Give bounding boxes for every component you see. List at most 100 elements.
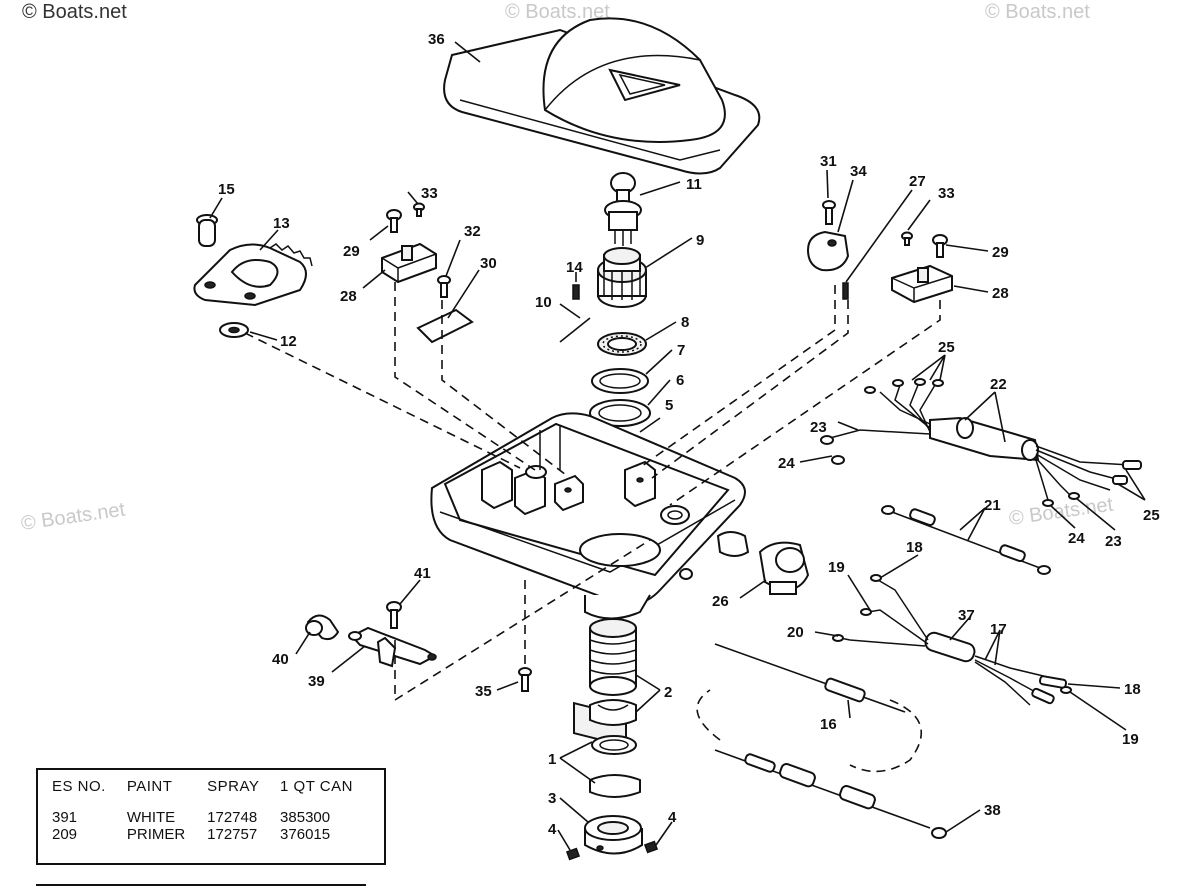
part-27-pin <box>842 282 849 300</box>
table-cell: 376015 <box>280 826 331 843</box>
callout-25-top: 25 <box>938 339 955 356</box>
callout-39: 39 <box>308 673 325 690</box>
part-28-block-left <box>381 242 437 284</box>
part-14-pin <box>572 284 580 300</box>
callout-24-left: 24 <box>778 455 795 472</box>
part-28-block-right <box>891 264 953 304</box>
callout-35: 35 <box>475 683 492 700</box>
part-1-bushing <box>589 735 641 798</box>
callout-32: 32 <box>464 223 481 240</box>
callout-33-left: 33 <box>421 185 438 202</box>
part-22-harness <box>820 378 1142 507</box>
part-33-screw-right <box>901 231 913 246</box>
callout-13: 13 <box>273 215 290 232</box>
callout-27: 27 <box>909 173 926 190</box>
part-4-setscrew-right <box>643 840 659 854</box>
callout-31: 31 <box>820 153 837 170</box>
callout-5: 5 <box>665 397 673 414</box>
part-3-collar <box>584 815 643 855</box>
table-cell: 385300 <box>280 809 331 826</box>
callout-labels: 36 11 9 14 10 8 7 6 5 15 13 12 29 28 33 … <box>218 31 1160 838</box>
callout-30: 30 <box>480 255 497 272</box>
callout-2: 2 <box>664 684 672 701</box>
assembly-dashed-lines <box>244 282 941 702</box>
callout-36: 36 <box>428 31 445 48</box>
callout-41: 41 <box>414 565 431 582</box>
callout-40: 40 <box>272 651 289 668</box>
callout-19-bottom: 19 <box>1122 731 1139 748</box>
callout-28-right: 28 <box>992 285 1009 302</box>
callout-23-left: 23 <box>810 419 827 436</box>
part-5-leader <box>639 417 661 433</box>
callout-18-top: 18 <box>906 539 923 556</box>
callout-16: 16 <box>820 716 837 733</box>
part-10-pin <box>559 317 591 343</box>
table-cell: 209 <box>52 826 78 843</box>
part-29-screw-left <box>386 209 402 233</box>
callout-3: 3 <box>548 790 556 807</box>
table-cell: PRIMER <box>126 826 186 843</box>
paint-table-header-paint: PAINT <box>126 778 173 795</box>
table-row: 209 PRIMER 172757 376015 <box>48 826 374 843</box>
paint-table-grid: ES NO. PAINT SPRAY 1 QT CAN 391 WHITE 17… <box>48 776 374 843</box>
part-13-cam <box>193 243 313 307</box>
callout-6: 6 <box>676 372 684 389</box>
part-6-gasket <box>589 399 651 427</box>
callout-25-right: 25 <box>1143 507 1160 524</box>
table-cell: WHITE <box>126 809 176 826</box>
part-9-gear <box>597 247 647 308</box>
callout-24-right: 24 <box>1068 530 1085 547</box>
part-16-cable <box>696 643 931 829</box>
callout-26: 26 <box>712 593 729 610</box>
part-36-cover <box>443 17 761 175</box>
callout-12: 12 <box>280 333 297 350</box>
callout-38: 38 <box>984 802 1001 819</box>
callout-14: 14 <box>566 259 583 276</box>
callout-18-bottom: 18 <box>1124 681 1141 698</box>
callout-19-top: 19 <box>828 559 845 576</box>
watermark-left: © Boats.net <box>20 499 127 535</box>
part-34-clamp <box>806 230 850 272</box>
part-40-knob <box>305 614 340 641</box>
paint-table-header-spray: SPRAY <box>207 778 260 795</box>
callout-22: 22 <box>990 376 1007 393</box>
watermark-top-center: © Boats.net <box>505 1 610 23</box>
callout-7: 7 <box>677 342 685 359</box>
table-row: 391 WHITE 172748 385300 <box>48 809 374 826</box>
callout-17: 17 <box>990 621 1007 638</box>
paint-table-header-es-no: ES NO. <box>52 778 106 795</box>
control-box-housing <box>430 412 750 748</box>
watermark-top-left: © Boats.net <box>22 1 127 23</box>
callout-29-left: 29 <box>343 243 360 260</box>
part-38-nut <box>931 827 947 839</box>
leader-lines <box>209 41 1146 851</box>
part-2-tube <box>589 618 637 726</box>
callout-9: 9 <box>696 232 704 249</box>
callout-20: 20 <box>787 624 804 641</box>
part-4-setscrew-left <box>565 847 581 861</box>
part-15-pin <box>196 214 218 247</box>
callout-34: 34 <box>850 163 867 180</box>
part-33-screw-left <box>413 202 425 217</box>
part-32-screw <box>437 275 451 298</box>
callout-15: 15 <box>218 181 235 198</box>
callout-33-right: 33 <box>938 185 955 202</box>
part-30-plate <box>416 308 474 344</box>
callout-28-left: 28 <box>340 288 357 305</box>
part-35-screw <box>518 667 532 692</box>
callout-29-right: 29 <box>992 244 1009 261</box>
table-cell: 391 <box>52 809 78 826</box>
callout-10: 10 <box>535 294 552 311</box>
watermark-top-right: © Boats.net <box>985 1 1090 23</box>
part-29-screw-right <box>932 234 948 258</box>
part-41-screw <box>386 601 402 629</box>
part-21-cable <box>881 505 1051 575</box>
watermark-right: © Boats.net <box>1008 494 1115 530</box>
paint-table-header-row: ES NO. PAINT SPRAY 1 QT CAN <box>48 776 374 809</box>
callout-23-right: 23 <box>1105 533 1122 550</box>
part-8-bearing <box>597 332 647 356</box>
callout-4-right: 4 <box>668 809 677 826</box>
callout-8: 8 <box>681 314 689 331</box>
callout-21: 21 <box>984 497 1001 514</box>
